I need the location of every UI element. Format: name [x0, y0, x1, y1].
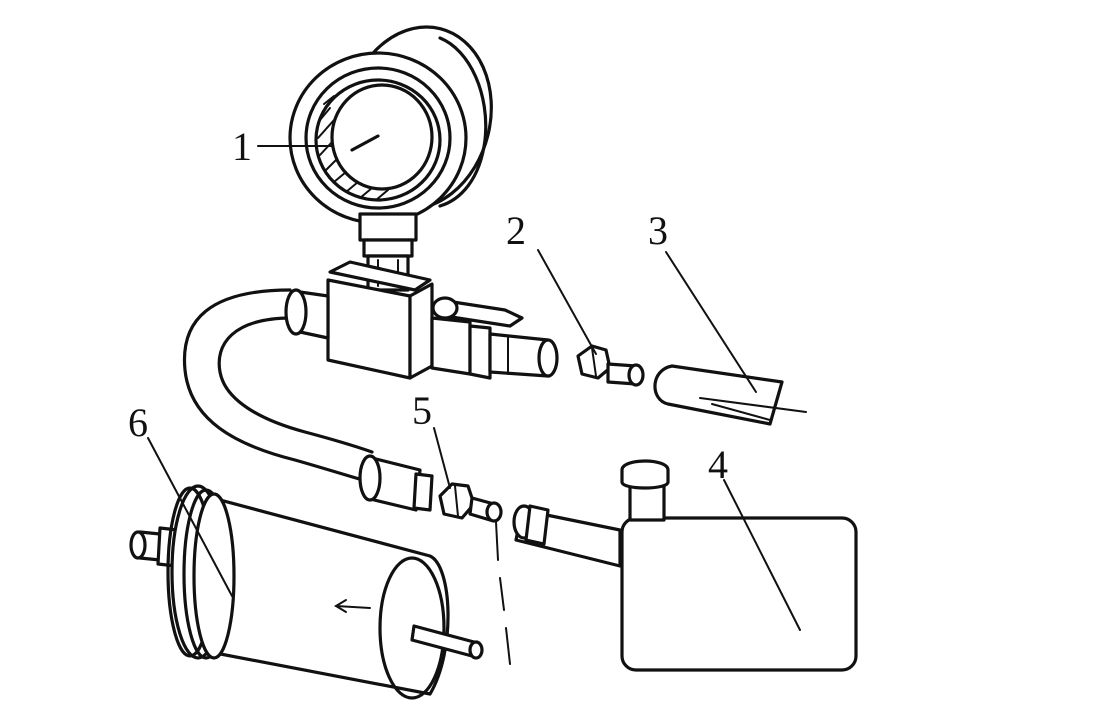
tee-valve-block [284, 260, 559, 380]
fuel-filter-6 [129, 484, 484, 700]
label-4-fuel-tank: 4 [708, 442, 728, 487]
leader-lines [147, 145, 801, 631]
gauge-bezel-hatching [317, 95, 389, 201]
filter-fitting-5 [438, 482, 503, 523]
label-3-fuel-line-end: 3 [648, 208, 668, 253]
label-2-adapter-fitting: 2 [506, 208, 526, 253]
fuel-tank-4 [620, 459, 858, 672]
alignment-dash-line [495, 521, 511, 665]
tank-feed-pipe [512, 504, 622, 568]
fuel-line-end-3 [653, 364, 807, 426]
flow-arrow-icon [335, 605, 371, 609]
pressure-gauge [288, 25, 493, 292]
gauge-needle [350, 134, 380, 152]
hose-end-fitting [358, 454, 434, 512]
label-6-fuel-filter: 6 [128, 400, 148, 445]
adapter-fitting-2 [576, 344, 645, 387]
gauge-dial-face [330, 83, 434, 191]
label-5-filter-fitting: 5 [412, 388, 432, 433]
label-1-gauge: 1 [232, 124, 252, 169]
rubber-hose [182, 288, 374, 484]
